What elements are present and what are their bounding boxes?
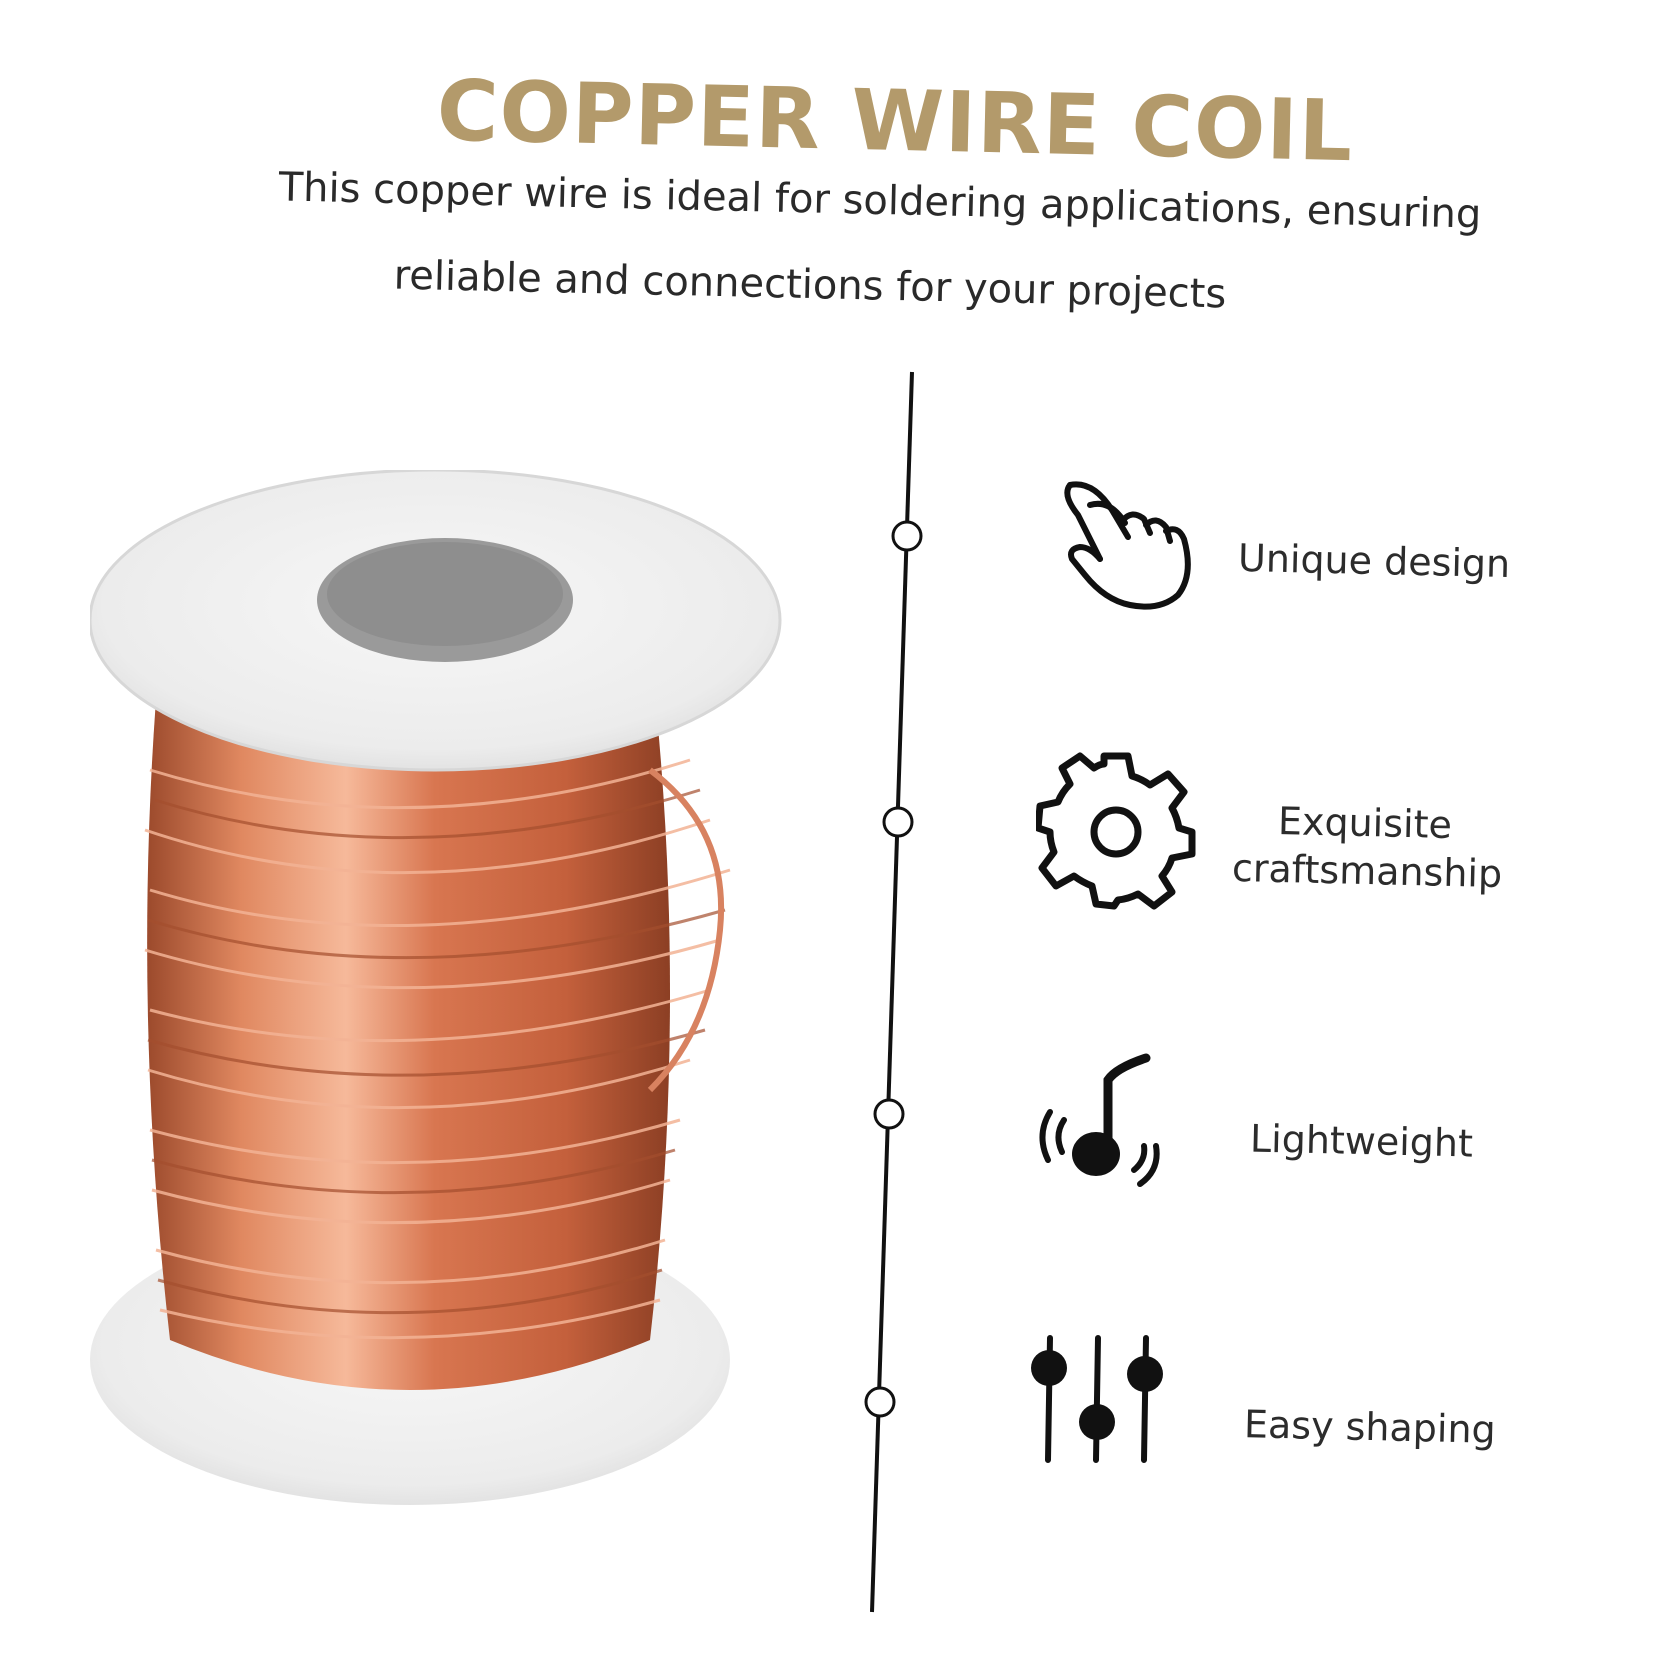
feature-label: Easy shaping (1243, 1402, 1497, 1452)
wire-body (147, 650, 671, 1390)
timeline-dot (873, 1098, 905, 1130)
feature-label-line-2: craftsmanship (1231, 845, 1503, 897)
gear-icon (1036, 752, 1196, 910)
copper-wire-spool-image (90, 470, 782, 1505)
timeline-dot (891, 520, 923, 552)
wire-loops (144, 758, 731, 1340)
timeline-dot (864, 1386, 896, 1418)
timeline-dot (882, 806, 914, 838)
feature-label: Unique design (1237, 535, 1511, 587)
pointing-hand-icon (1064, 481, 1191, 610)
feature-label: Lightweight (1249, 1116, 1474, 1166)
feature-label-line-1: Exquisite (1277, 799, 1453, 847)
timeline-line (870, 371, 914, 1613)
equalizer-sliders-icon (1031, 1335, 1163, 1463)
music-note-sound-icon (1039, 1053, 1160, 1187)
